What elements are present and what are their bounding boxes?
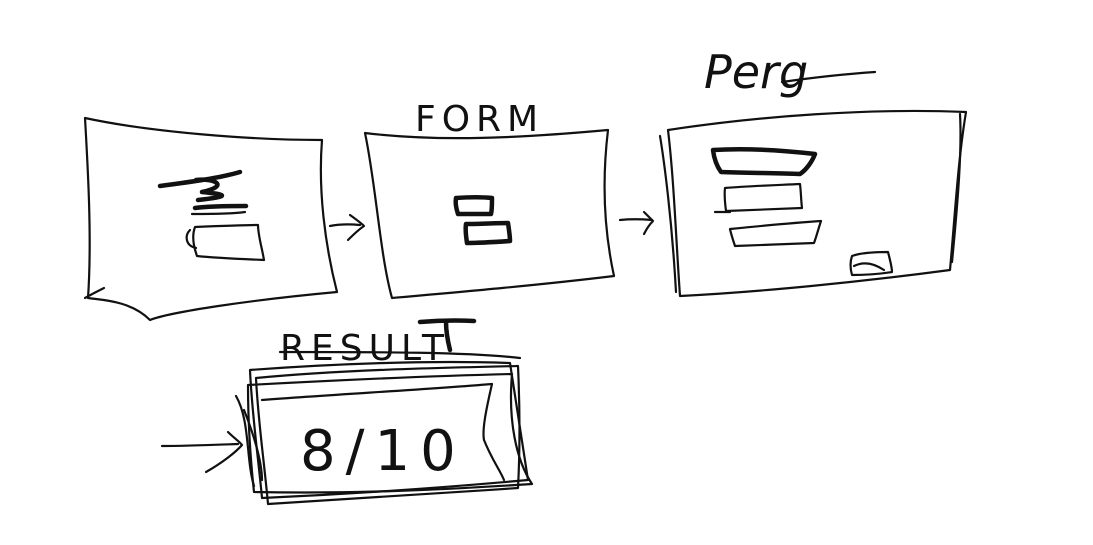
form-field-2: [463, 220, 513, 246]
submit-button: [849, 250, 894, 277]
query-label: Perg: [704, 45, 808, 99]
frame-landing: [83, 116, 339, 322]
title-scribble: [157, 169, 249, 216]
result-score: 8/10: [300, 419, 466, 484]
form-label: FORM: [415, 99, 544, 140]
frame-query: Perg: [658, 45, 968, 298]
form-field-1: [453, 195, 495, 217]
start-button: [185, 223, 266, 262]
arrow-into-result: [160, 430, 244, 474]
arrow-landing-to-form: [328, 213, 366, 242]
query-heading-bar: [710, 146, 818, 177]
query-field-2: [728, 219, 823, 248]
frame-result: RESULT 8/10: [234, 318, 534, 506]
arrow-form-to-query: [618, 210, 655, 236]
query-field-1: [713, 182, 804, 214]
frame-form: FORM: [363, 99, 616, 300]
